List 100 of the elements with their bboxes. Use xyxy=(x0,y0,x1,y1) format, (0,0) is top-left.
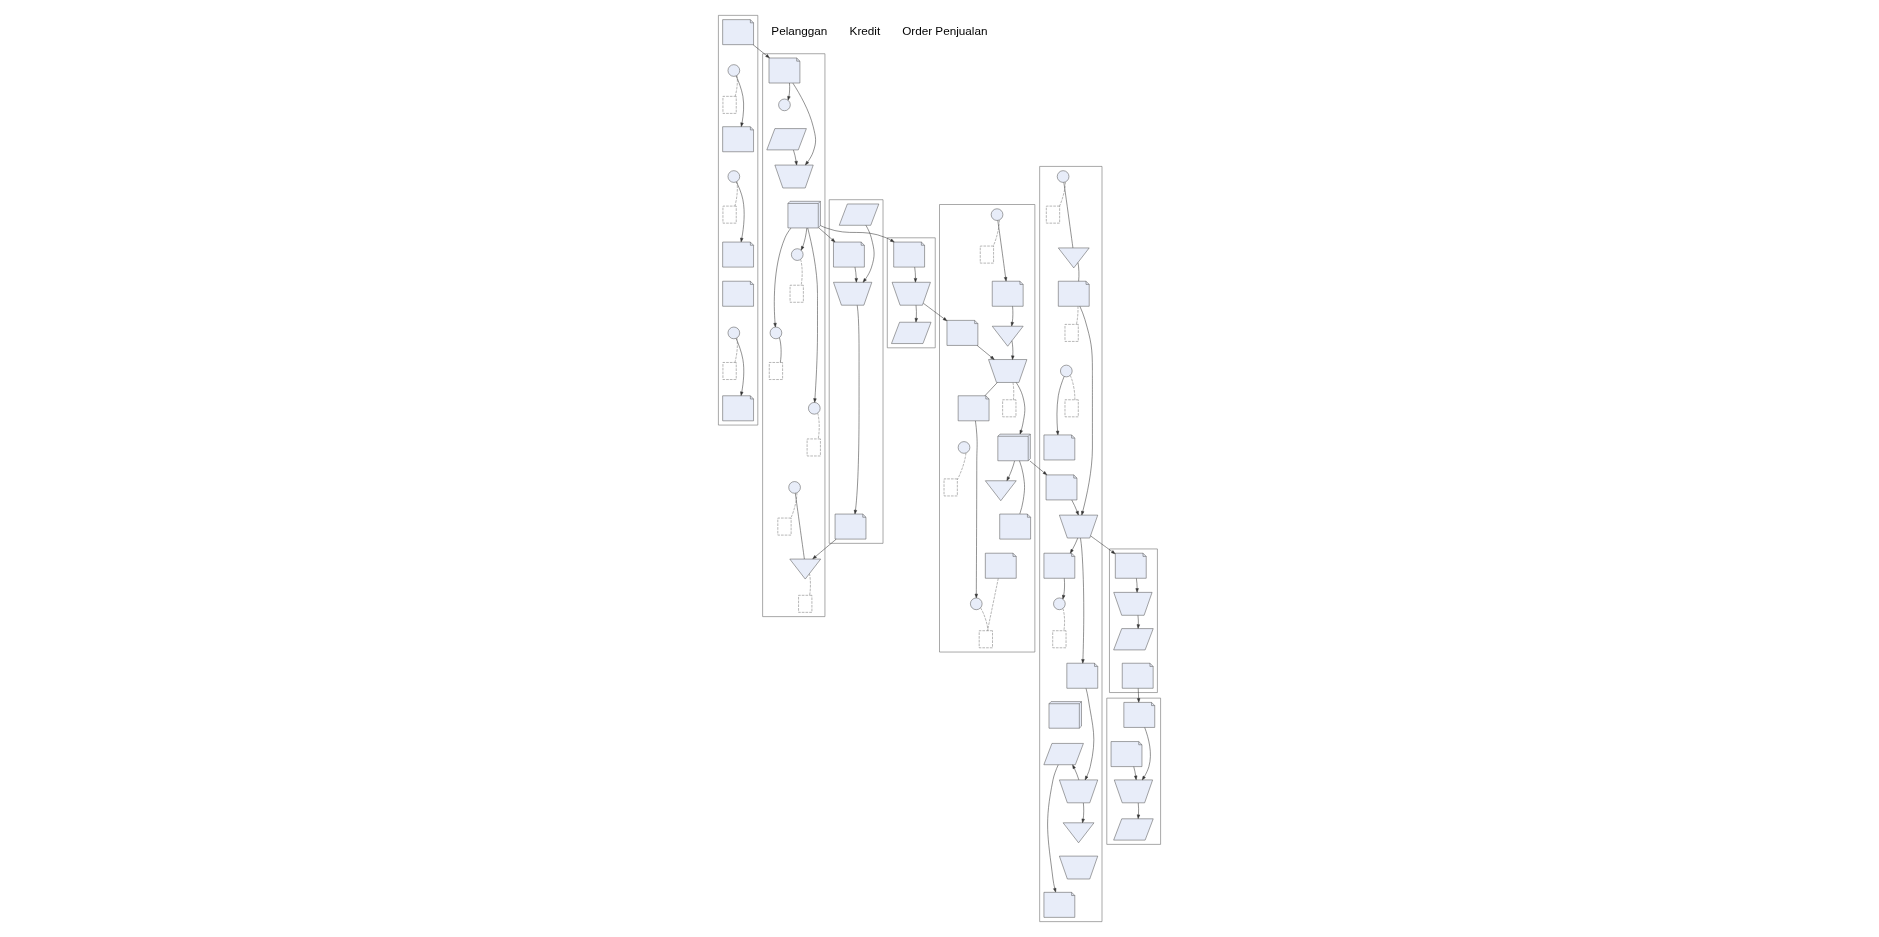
arrow xyxy=(773,227,792,328)
node-circle xyxy=(788,481,801,494)
node-parallelogram xyxy=(766,128,807,151)
connector xyxy=(1063,182,1074,249)
arrow xyxy=(820,225,895,243)
node-bracket xyxy=(980,245,994,264)
cluster xyxy=(718,15,759,426)
node-parallelogram xyxy=(839,203,880,226)
node-trapezoid xyxy=(1059,779,1098,804)
arrow xyxy=(1081,802,1085,824)
node-bracket xyxy=(789,284,804,303)
node-parallelogram xyxy=(891,322,932,344)
node-bracket xyxy=(722,362,737,380)
arrow xyxy=(1056,376,1065,436)
arrow xyxy=(854,266,858,283)
node-triangle xyxy=(1062,822,1095,844)
node-bracket xyxy=(1046,205,1060,224)
arrow xyxy=(752,44,770,59)
node-circle xyxy=(808,402,821,415)
node-circle xyxy=(769,326,783,340)
arrow xyxy=(923,303,948,322)
node-trapezoid xyxy=(1059,514,1098,539)
arrow xyxy=(787,82,791,101)
arrow xyxy=(1011,340,1015,360)
node-trapezoid xyxy=(1113,592,1153,616)
connector xyxy=(734,337,738,363)
node-trapezoid xyxy=(1114,779,1153,804)
connector xyxy=(817,412,820,440)
arrow xyxy=(792,82,816,166)
arrow xyxy=(1084,688,1095,781)
node-triangle xyxy=(992,326,1024,347)
node-circle xyxy=(970,597,983,610)
node-bracket xyxy=(769,362,783,380)
node-bracket xyxy=(978,630,993,649)
node-trapezoid xyxy=(833,282,873,306)
arrow xyxy=(1062,578,1066,600)
node-trapezoid xyxy=(1059,855,1098,880)
node-bracket xyxy=(1064,324,1079,342)
arrow xyxy=(974,420,978,599)
arrow xyxy=(913,266,918,283)
node-bracket xyxy=(1064,399,1079,418)
node-bracket xyxy=(1002,399,1017,418)
node-parallelogram xyxy=(1113,628,1154,651)
node-triangle xyxy=(985,480,1017,501)
arrow xyxy=(853,305,860,515)
arrow xyxy=(1135,578,1139,593)
arrow xyxy=(1079,306,1093,516)
connector xyxy=(734,181,738,207)
arrow xyxy=(1072,764,1080,781)
connector xyxy=(957,452,967,480)
arrow xyxy=(1047,764,1059,893)
node-trapezoid xyxy=(774,164,814,189)
node-circle xyxy=(778,98,791,111)
node-circle xyxy=(1053,597,1066,610)
label: Order Penjualan xyxy=(902,24,988,38)
node-parallelogram xyxy=(1113,818,1154,841)
label: Pelanggan xyxy=(771,24,828,38)
node-circle xyxy=(791,248,804,261)
arrow xyxy=(800,227,808,251)
arrow xyxy=(1142,727,1151,781)
node-bracket xyxy=(806,438,821,457)
connector xyxy=(790,492,798,519)
arrow xyxy=(818,227,836,243)
connector xyxy=(1012,382,1015,400)
arrow xyxy=(735,338,745,396)
connector xyxy=(1062,608,1065,631)
arrow xyxy=(997,220,1008,282)
arrow xyxy=(1136,615,1140,629)
connector xyxy=(1059,181,1066,207)
node-bracket xyxy=(722,205,737,224)
node-triangle xyxy=(1058,247,1090,269)
connector xyxy=(987,578,999,631)
arrow xyxy=(812,538,837,560)
connector xyxy=(734,75,738,97)
node-triangle xyxy=(789,558,821,580)
connector xyxy=(993,219,1000,247)
node-bracket xyxy=(943,478,958,497)
arrow xyxy=(1133,766,1138,780)
connector xyxy=(795,493,805,560)
node-parallelogram xyxy=(1043,743,1084,765)
node-circle xyxy=(727,326,740,340)
arrow xyxy=(793,149,798,166)
arrow xyxy=(976,345,995,360)
connector xyxy=(800,259,803,286)
label: Kredit xyxy=(849,24,881,38)
arrow xyxy=(1080,537,1085,664)
arrow xyxy=(736,181,745,243)
arrow xyxy=(1070,537,1079,554)
connector xyxy=(809,573,811,596)
node-circle xyxy=(990,208,1004,221)
arrow xyxy=(1071,499,1079,516)
connector xyxy=(1069,375,1076,400)
arrow xyxy=(1136,802,1141,819)
node-bracket xyxy=(722,96,737,114)
arrow xyxy=(862,225,875,283)
arrow xyxy=(1006,460,1015,481)
connector xyxy=(980,607,989,631)
arrow xyxy=(1090,535,1116,555)
node-circle xyxy=(1057,170,1070,183)
node-bracket xyxy=(798,595,813,613)
